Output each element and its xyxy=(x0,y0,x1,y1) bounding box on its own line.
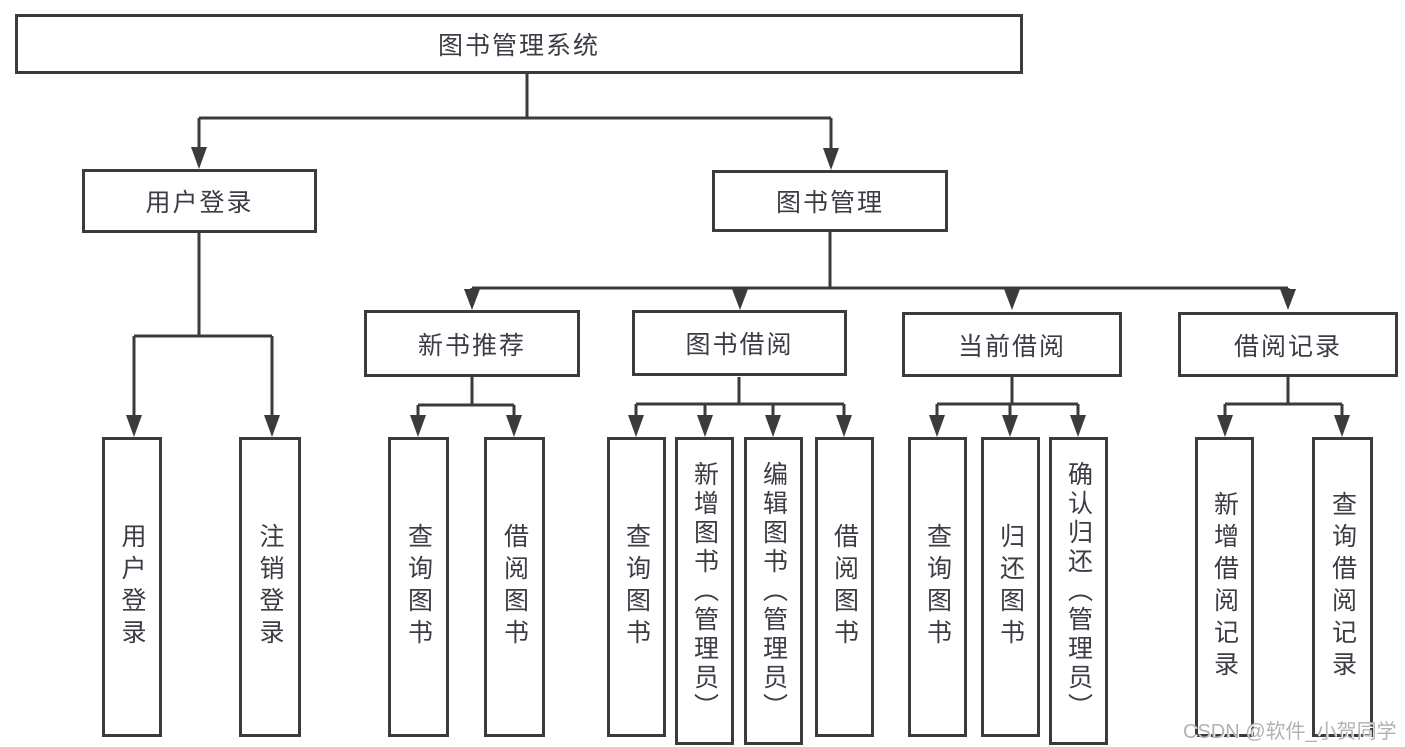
node-logout-label: 注销登录 xyxy=(256,523,284,651)
node-root: 图书管理系统 xyxy=(15,14,1023,74)
node-book-mgmt: 图书管理 xyxy=(712,170,948,232)
node-br-add-record: 新增借阅记录 xyxy=(1195,437,1254,737)
node-borrow-record-label: 借阅记录 xyxy=(1233,332,1342,361)
node-bb-add-book-label: 新增图书（管理员） xyxy=(690,460,719,722)
node-borrow-record: 借阅记录 xyxy=(1178,312,1398,377)
node-br-query-record: 查询借阅记录 xyxy=(1312,437,1373,737)
node-nbr-borrow-book-label: 借阅图书 xyxy=(500,523,529,651)
node-cb-query-book: 查询图书 xyxy=(908,437,967,737)
node-current-borrow: 当前借阅 xyxy=(902,312,1122,377)
node-logout: 注销登录 xyxy=(239,437,301,737)
node-bb-borrow-book-label: 借阅图书 xyxy=(830,523,859,651)
node-new-book-rec-label: 新书推荐 xyxy=(417,331,526,360)
node-user-login-group-label: 用户登录 xyxy=(145,189,254,217)
node-login-label: 用户登录 xyxy=(118,523,146,651)
node-nbr-query-book-label: 查询图书 xyxy=(404,523,433,651)
node-root-label: 图书管理系统 xyxy=(437,32,600,60)
node-cb-return-book: 归还图书 xyxy=(981,437,1040,737)
node-current-borrow-label: 当前借阅 xyxy=(957,332,1066,361)
node-user-login-group: 用户登录 xyxy=(82,169,317,233)
node-cb-confirm-return-label: 确认归还（管理员） xyxy=(1064,460,1093,722)
node-br-query-record-label: 查询借阅记录 xyxy=(1328,491,1357,683)
node-book-borrow: 图书借阅 xyxy=(632,310,847,376)
node-login: 用户登录 xyxy=(102,437,162,737)
node-cb-return-book-label: 归还图书 xyxy=(996,523,1025,651)
node-bb-edit-book: 编辑图书（管理员） xyxy=(744,437,803,745)
node-nbr-query-book: 查询图书 xyxy=(388,437,449,737)
node-nbr-borrow-book: 借阅图书 xyxy=(484,437,545,737)
node-bb-borrow-book: 借阅图书 xyxy=(815,437,874,737)
node-book-borrow-label: 图书借阅 xyxy=(685,331,794,359)
node-bb-edit-book-label: 编辑图书（管理员） xyxy=(759,460,788,722)
node-book-mgmt-label: 图书管理 xyxy=(775,189,884,217)
node-bb-add-book: 新增图书（管理员） xyxy=(675,437,734,745)
node-bb-query-book-label: 查询图书 xyxy=(622,523,651,651)
node-cb-query-book-label: 查询图书 xyxy=(923,523,952,651)
node-cb-confirm-return: 确认归还（管理员） xyxy=(1049,437,1108,745)
node-new-book-rec: 新书推荐 xyxy=(364,310,580,377)
node-bb-query-book: 查询图书 xyxy=(607,437,666,737)
node-br-add-record-label: 新增借阅记录 xyxy=(1210,491,1239,683)
csdn-watermark: CSDN @软件_小贺同学 xyxy=(1183,721,1397,743)
arrow-heads xyxy=(126,147,1350,437)
